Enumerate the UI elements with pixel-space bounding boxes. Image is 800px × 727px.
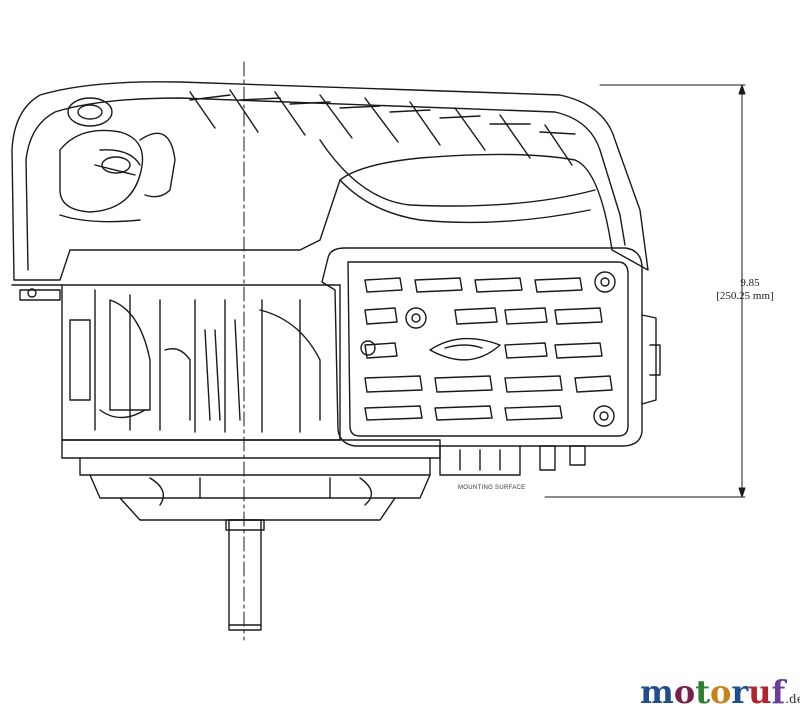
watermark-letter: m <box>640 673 674 711</box>
lower-fittings <box>439 445 586 476</box>
engine-block <box>61 284 341 441</box>
watermark-letter: t <box>695 673 710 711</box>
watermark-letter: u <box>748 673 772 711</box>
mounting-surface-label: MOUNTING SURFACE <box>458 485 526 491</box>
watermark-letter: f <box>771 673 786 711</box>
top-cover <box>11 81 649 281</box>
watermark-logo: motoruf.de <box>640 672 800 719</box>
cover-base <box>11 284 341 301</box>
valve-cover <box>321 247 661 447</box>
watermark-suffix: .de <box>785 692 800 706</box>
height-dimension <box>544 84 746 498</box>
watermark-letter: r <box>731 673 749 711</box>
watermark-letter: o <box>673 673 696 711</box>
watermark-letter: o <box>709 673 732 711</box>
dimension-value: 9.85 <box>740 277 760 289</box>
base-plate <box>61 439 441 521</box>
crankshaft <box>225 519 265 631</box>
dimension-metric: [250.25 mm] <box>716 290 774 302</box>
